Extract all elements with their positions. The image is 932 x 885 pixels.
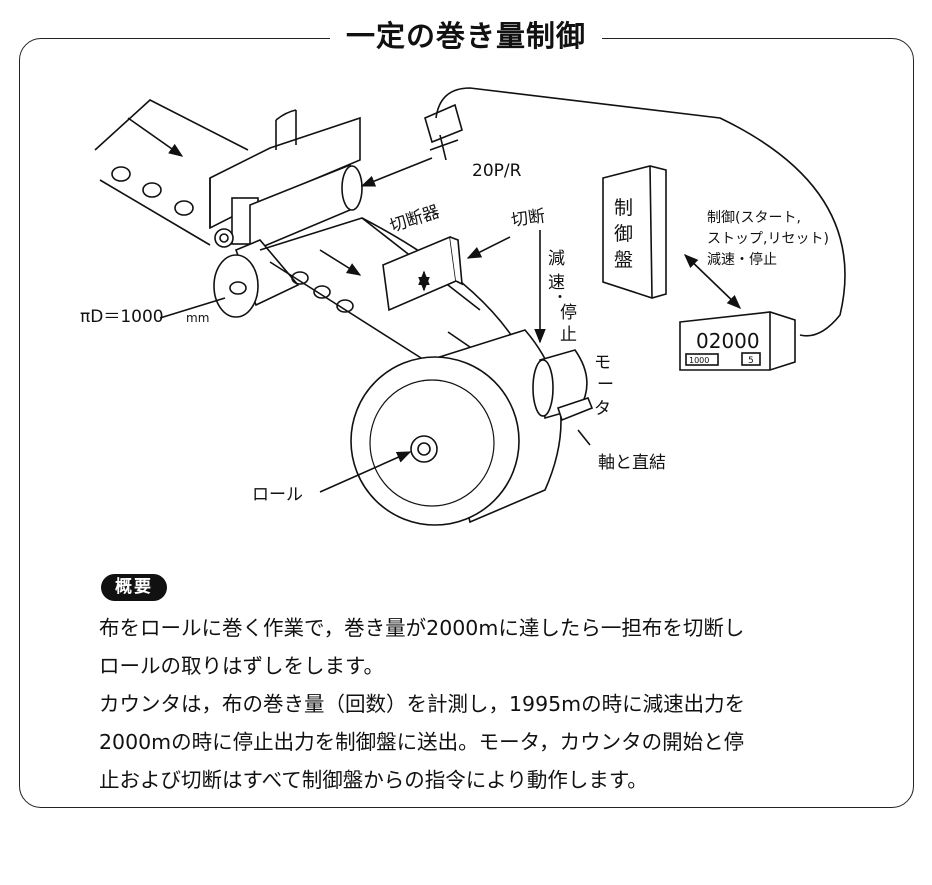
overview-badge: 概要 xyxy=(101,574,167,601)
control-panel-label-3: 盤 xyxy=(614,249,633,271)
counter-unit xyxy=(679,311,796,371)
signal-cable xyxy=(435,87,846,337)
pulse-rate-label: 20P/R xyxy=(472,161,522,181)
drive-roll xyxy=(213,239,300,318)
decel-stop-label-4: 停 xyxy=(560,303,577,323)
roll-label: ロール xyxy=(252,485,303,505)
winding-roll xyxy=(350,329,562,526)
overview-line: ロールの取りはずしをします。 xyxy=(99,654,384,678)
decel-stop-label-2: 速 xyxy=(548,273,565,293)
decel-stop-label-1: 減 xyxy=(548,249,565,269)
page-title: 一定の巻き量制御 xyxy=(330,14,602,58)
pressure-roll xyxy=(249,163,363,254)
overview-line: 布をロールに巻く作業で，巻き量が2000mに達したら一担布を切断し xyxy=(99,616,745,640)
overview-line: 2000mの時に停止出力を制御盤に送出。モータ，カウンタの開始と停 xyxy=(99,730,745,754)
motor-label-3: タ xyxy=(594,399,611,419)
circumference-label: πD＝1000 xyxy=(80,307,164,327)
cut-label: 切断 xyxy=(510,206,546,231)
control-panel-label-2: 御 xyxy=(614,223,633,245)
motor-label-1: モ xyxy=(594,353,611,373)
shaft-coupling-label: 軸と直結 xyxy=(598,453,666,473)
counter-display-value: 02000 xyxy=(696,329,760,353)
counter-preset-value: 1000 xyxy=(689,356,709,365)
decel-stop-label-3: ・ xyxy=(553,290,567,306)
decel-stop-label-5: 止 xyxy=(560,325,577,345)
control-panel xyxy=(602,165,667,299)
overview-line: カウンタは，布の巻き量（回数）を計測し，1995mの時に減速出力を xyxy=(99,692,746,716)
counter-small-value: 5 xyxy=(748,356,754,366)
control-commands-label-3: 減速・停止 xyxy=(707,251,777,268)
control-panel-label-1: 制 xyxy=(614,197,633,219)
conveyor xyxy=(94,99,249,246)
circumference-unit: mm xyxy=(186,311,209,325)
overview-text: 布をロールに巻く作業で，巻き量が2000mに達したら一担布を切断し ロールの取り… xyxy=(99,609,889,799)
control-commands-label-2: ストップ,リセット) xyxy=(707,231,829,247)
overview-line: 止および切断はすべて制御盤からの指令により動作します。 xyxy=(99,768,648,792)
motor xyxy=(532,349,594,422)
pulse-encoder xyxy=(424,103,463,161)
cutter-label: 切断器 xyxy=(387,202,442,237)
control-commands-label-1: 制御(スタート, xyxy=(707,210,801,226)
cutter xyxy=(382,235,463,312)
motor-label-2: ー xyxy=(597,375,614,395)
